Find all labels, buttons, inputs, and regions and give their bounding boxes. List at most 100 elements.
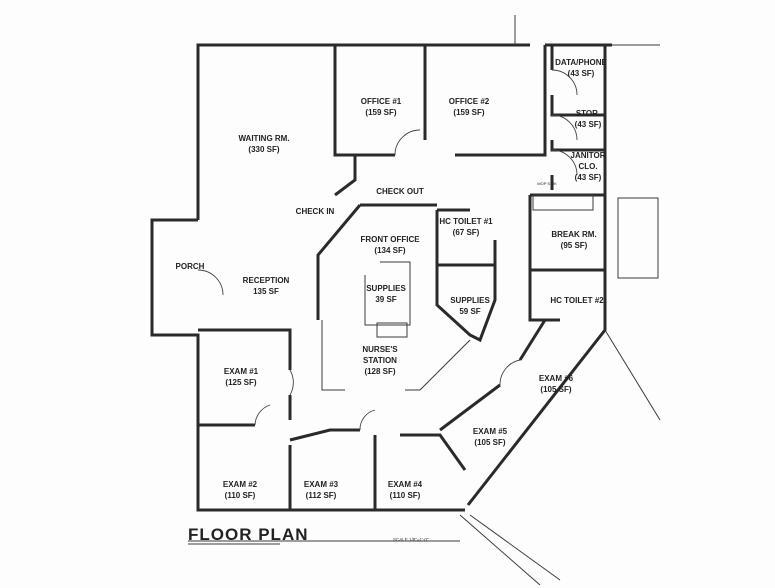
room-waiting: WAITING RM. (330 SF) — [238, 133, 289, 155]
scale-note: SCALE 1/8"=1'-0" — [393, 537, 429, 542]
room-area: (112 SF) — [305, 491, 337, 500]
counter — [321, 320, 345, 391]
room-name: NURSE'S STATION — [362, 345, 398, 365]
room-name: BREAK RM. — [551, 230, 597, 239]
toilet-walls — [435, 210, 497, 267]
room-check-in: CHECK IN — [296, 206, 335, 217]
room-office-1: OFFICE #1 (159 SF) — [361, 96, 401, 118]
exam-walls — [518, 318, 560, 361]
room-name: EXAM #6 — [538, 374, 574, 383]
room-name: DATA/PHONE — [555, 58, 607, 67]
room-name: EXAM #3 — [303, 480, 339, 489]
room-check-out: CHECK OUT — [376, 186, 424, 197]
room-area: (125 SF) — [225, 378, 257, 387]
room-area: (159 SF) — [453, 108, 485, 117]
room-name: CHECK OUT — [376, 187, 424, 196]
room-area: 39 SF — [375, 295, 397, 304]
room-exam-3: EXAM #3 (112 SF) — [304, 479, 338, 501]
exterior-wall — [196, 43, 530, 220]
room-name: WAITING RM. — [238, 134, 290, 143]
room-name: EXAM #1 — [223, 367, 259, 376]
room-area: (128 SF) — [364, 367, 396, 376]
counter — [405, 339, 471, 391]
closet-walls — [550, 140, 605, 152]
door-swing — [359, 409, 376, 431]
room-area: (159 SF) — [365, 108, 397, 117]
room-name: HC TOILET #2 — [550, 296, 604, 305]
exam-walls — [439, 383, 501, 432]
exam-walls — [198, 328, 292, 370]
room-area: (43 SF) — [574, 173, 602, 182]
room-name: SUPPLIES — [366, 284, 406, 293]
room-name: EXAM #5 — [472, 427, 508, 436]
room-area: (134 SF) — [374, 246, 406, 255]
room-area: (330 SF) — [248, 145, 280, 154]
exterior-wall — [150, 218, 465, 512]
room-hc-toilet-2: HC TOILET #2 — [550, 295, 603, 306]
room-name: STOR. — [575, 109, 601, 118]
room-nurses-station: NURSE'S STATION (128 SF) — [350, 344, 410, 377]
room-data-phone: DATA/PHONE (43 SF) — [555, 57, 607, 79]
room-name: SUPPLIES — [450, 296, 490, 305]
room-name: PORCH — [175, 262, 205, 271]
door-swing — [499, 359, 521, 386]
mop-sink-note: MOP SINK — [537, 181, 557, 186]
room-supplies-39: SUPPLIES 39 SF — [366, 283, 406, 305]
room-janitor: JANITOR CLO. (43 SF) — [567, 150, 609, 183]
exterior-line — [469, 514, 561, 581]
room-area: (43 SF) — [567, 69, 595, 78]
room-area: (67 SF) — [452, 228, 480, 237]
exterior-structure — [617, 197, 659, 279]
room-name: OFFICE #2 — [448, 97, 490, 106]
door-swing — [254, 404, 271, 426]
room-name: EXAM #4 — [387, 480, 423, 489]
door-swing — [551, 69, 578, 96]
exam-walls — [400, 433, 467, 471]
room-front-office: FRONT OFFICE (134 SF) — [360, 234, 419, 256]
room-porch: PORCH — [176, 261, 205, 272]
room-name: FRONT OFFICE — [360, 235, 420, 244]
door-swing — [551, 149, 578, 176]
room-name: OFFICE #1 — [360, 97, 402, 106]
room-exam-2: EXAM #2 (110 SF) — [223, 479, 257, 501]
room-exam-1: EXAM #1 (125 SF) — [224, 366, 258, 388]
room-name: HC TOILET #1 — [439, 217, 493, 226]
exterior-line — [604, 329, 661, 421]
room-break: BREAK RM.(95 SF) — [551, 229, 596, 251]
door-swing — [289, 369, 294, 396]
room-exam-6: EXAM #6 (105 SF) — [539, 373, 573, 395]
page-title: FLOOR PLAN — [188, 525, 309, 544]
door-swing — [197, 269, 224, 296]
room-area: (43 SF) — [574, 120, 602, 129]
sink — [376, 322, 408, 338]
counter — [532, 194, 594, 211]
supplies-walls — [435, 265, 497, 343]
office-walls — [455, 45, 547, 157]
door-swing — [394, 129, 421, 156]
room-storage: STOR. (43 SF) — [575, 108, 602, 130]
room-exam-5: EXAM #5 (105 SF) — [473, 426, 507, 448]
room-name: JANITOR CLO. — [570, 151, 606, 171]
door-swing — [551, 114, 578, 141]
room-area: (105 SF) — [474, 438, 506, 447]
counter-wall — [316, 204, 362, 320]
room-name: EXAM #2 — [222, 480, 258, 489]
room-name: RECEPTION — [242, 276, 290, 285]
room-area: (105 SF) — [540, 385, 572, 394]
exam-walls — [289, 428, 360, 442]
office-walls — [333, 45, 395, 157]
room-reception: RECEPTION 135 SF — [243, 275, 290, 297]
supplies-39-walls — [364, 261, 411, 326]
room-supplies-59: SUPPLIES 59 SF — [450, 295, 490, 317]
room-exam-4: EXAM #4 (110 SF) — [388, 479, 422, 501]
room-area: (110 SF) — [224, 491, 256, 500]
exterior-line — [459, 514, 541, 586]
room-area: 59 SF — [459, 307, 481, 316]
room-area: 135 SF — [253, 287, 279, 296]
room-name: CHECK IN — [295, 207, 335, 216]
wall — [334, 155, 357, 197]
room-hc-toilet-1: HC TOILET #1 (67 SF) — [439, 216, 492, 238]
room-area: (110 SF) — [389, 491, 421, 500]
